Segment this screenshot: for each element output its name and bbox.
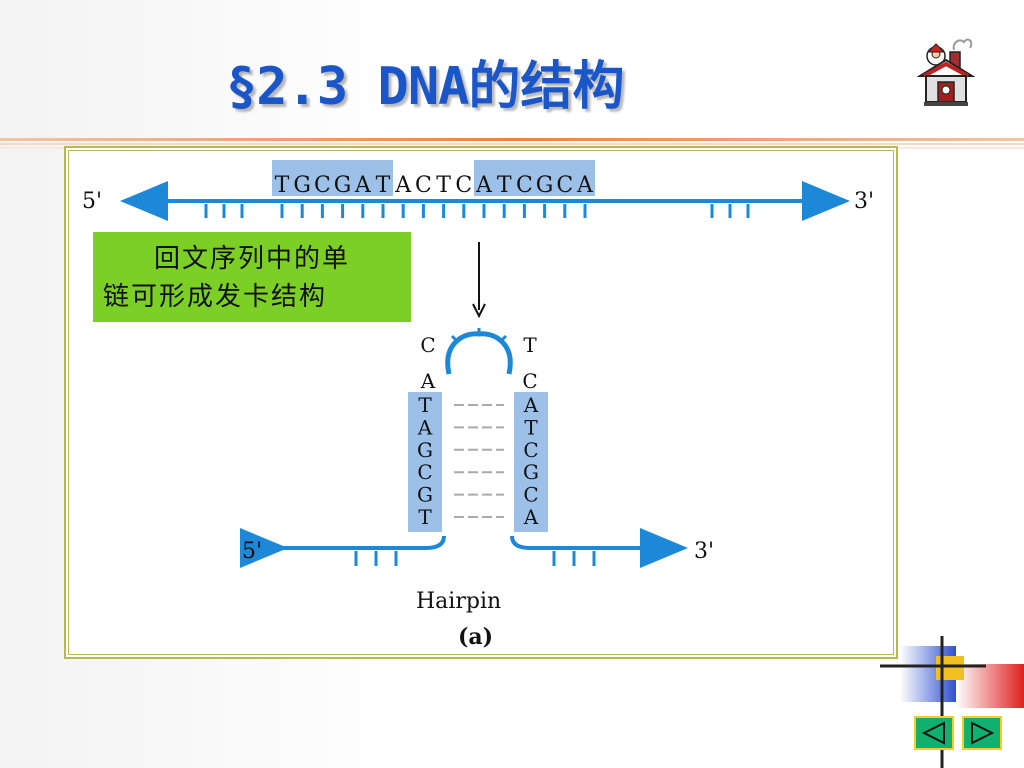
- panel-label: (a): [458, 624, 493, 650]
- title-prefix: §2.3 DNA: [226, 57, 469, 117]
- stem-base-left: C: [417, 460, 432, 484]
- stem-base-right: A: [523, 505, 539, 529]
- note-line-2: 链可形成发卡结构: [103, 282, 328, 312]
- stem-base-right: T: [524, 415, 538, 439]
- stem-base-right: A: [523, 393, 539, 417]
- top-base: C: [455, 173, 472, 198]
- top-strand-3prime: 3': [854, 189, 874, 214]
- top-strand-5prime: 5': [82, 189, 102, 214]
- loop-base-left: A: [420, 369, 436, 393]
- top-base: G: [334, 173, 352, 198]
- top-base: C: [516, 173, 533, 198]
- stem-base-right: G: [523, 460, 539, 484]
- down-arrow: [472, 242, 486, 319]
- prev-button[interactable]: [914, 716, 954, 750]
- stem-base-right: C: [523, 438, 538, 462]
- top-base: A: [354, 173, 372, 198]
- home-icon[interactable]: [916, 32, 976, 110]
- top-base: T: [436, 173, 451, 198]
- next-button[interactable]: [962, 716, 1002, 750]
- loop-base-right: T: [523, 333, 537, 357]
- top-base: C: [556, 173, 573, 198]
- top-base: A: [394, 173, 412, 198]
- top-base: A: [576, 173, 594, 198]
- stem-right-highlight: [514, 392, 548, 532]
- top-base: C: [415, 173, 432, 198]
- top-base: T: [497, 173, 512, 198]
- header-rule-2: [0, 143, 1024, 145]
- header-rule: [0, 138, 1024, 141]
- stem-left-highlight: [408, 392, 442, 532]
- top-base: C: [314, 173, 331, 198]
- hairpin-lower-right-strand: [510, 528, 688, 568]
- stem-base-left: T: [418, 393, 432, 417]
- note-line-1: 回文序列中的单: [153, 244, 350, 274]
- hairpin-lower-left-strand: [240, 528, 446, 568]
- top-base: G: [536, 173, 554, 198]
- triangle-right-icon: [971, 721, 995, 745]
- hairpin-3prime: 3': [694, 539, 714, 564]
- top-base: T: [275, 173, 290, 198]
- triangle-left-icon: [921, 721, 945, 745]
- stem-base-left: G: [417, 483, 433, 507]
- hairpin-label: Hairpin: [416, 589, 501, 614]
- diagram-frame: [64, 146, 898, 659]
- note-box: 回文序列中的单 链可形成发卡结构: [93, 232, 411, 322]
- top-base: A: [475, 173, 493, 198]
- hairpin-5prime: 5': [242, 539, 262, 564]
- top-base: G: [293, 173, 311, 198]
- corner-decoration: [880, 636, 1024, 768]
- loop-base-left: C: [420, 333, 435, 357]
- stem-base-right: C: [523, 483, 538, 507]
- loop-base-right: C: [522, 369, 537, 393]
- title-cjk: 的结构: [468, 57, 625, 117]
- top-base: T: [376, 173, 391, 198]
- slide-title: §2.3 DNA的结构: [226, 44, 624, 119]
- stem-base-left: A: [417, 415, 433, 439]
- stem-base-left: G: [417, 438, 433, 462]
- stem-base-left: T: [418, 505, 432, 529]
